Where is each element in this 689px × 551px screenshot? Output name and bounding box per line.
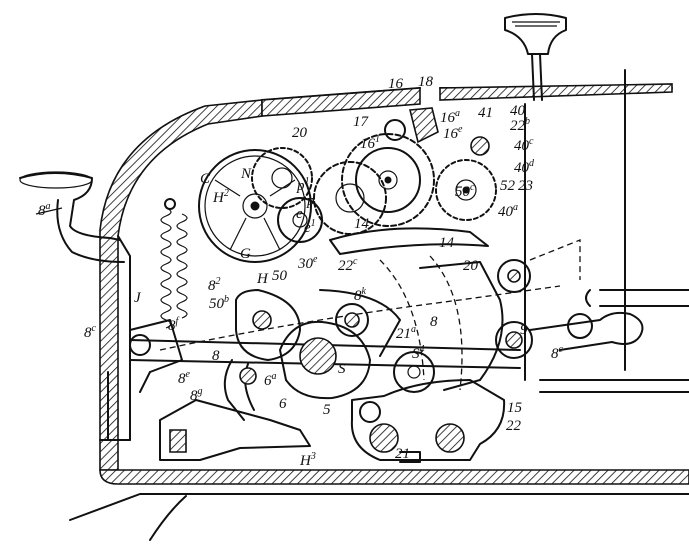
lever-h3 [159,359,311,461]
label-20-top: 20 [292,125,308,141]
label-16-sup-1: 161 [360,134,380,152]
gear-right [435,136,497,221]
label-9: 9 [520,322,528,338]
label-8-sup-g: 8g [190,386,203,404]
label-e-sup-1: e1 [304,218,316,236]
label-8-sup-e: 8e [178,369,191,387]
arm-8c-right [529,239,689,351]
label-H: H [256,271,269,287]
label-8-sup-f: 8f [168,316,180,334]
label-C: C [200,171,211,187]
label-16-sup-e: 16e [443,124,463,142]
label-14-right: 14 [439,235,455,251]
gear-16 [341,119,435,227]
top-knob [504,13,567,101]
label-40-sup-a: 40a [498,202,518,220]
gear-h2 [198,149,312,263]
label-8-sup-c-right: 8c [551,344,564,362]
bracket-15-22 [350,379,506,463]
label-H-sup-3: H3 [299,451,316,469]
label-5: 5 [323,402,331,418]
label-17: 17 [353,114,370,130]
label-40-sup-d: 40d [514,158,535,176]
label-8-sup-k: 8k [354,286,367,304]
label-8-lower: 8 [212,348,220,364]
label-21: 21 [395,446,410,462]
label-22-sup-c: 22c [338,256,358,274]
label-14-mid: 14 [354,216,370,232]
label-16-sup-a: 16a [440,108,460,126]
label-N: N [240,166,252,182]
label-6: 6 [279,396,287,412]
label-40-sup-c: 40c [514,136,534,154]
label-S-sup-4: S4 [412,344,425,362]
label-H-sup-2: H2 [212,188,229,206]
label-6-sup-a: 6a [264,371,277,389]
pawl-18 [408,107,439,144]
label-22-sup-b: 22b [510,116,530,134]
label-50-sup-c: 50c [455,182,475,200]
segment-14 [329,227,489,255]
gear-n [251,147,313,209]
label-40: 40 [510,103,526,119]
label-S: S [338,361,346,377]
linkage-right [379,255,533,393]
pivot-8c-left [129,319,183,393]
label-p: p [306,193,315,209]
handle-8a [19,171,125,263]
label-8-sup-c-left: 8c [84,323,97,341]
label-23: 23 [518,178,533,194]
label-J: J [134,290,142,306]
label-21-sup-a: 21a [396,324,416,342]
label-16: 16 [388,76,404,92]
label-22: 22 [506,418,522,434]
label-p-sup-1: p1 [296,176,310,194]
spring-j [160,198,188,329]
label-18: 18 [418,74,434,90]
label-52: 52 [500,178,516,194]
label-41: 41 [478,105,493,121]
label-30-sup-e: 30e [297,254,318,272]
label-8-sup-a: 8a [38,201,51,219]
label-50: 50 [272,268,288,284]
label-50-sup-b: 50b [209,294,229,312]
cam-s [279,320,371,400]
label-G: G [240,246,251,262]
label-20-right: 20 [463,258,479,274]
housing [69,69,689,541]
label-e: e [296,206,303,222]
label-8-sup-2: 82 [208,276,221,294]
label-8-right: 8 [430,314,438,330]
label-15: 15 [507,400,523,416]
